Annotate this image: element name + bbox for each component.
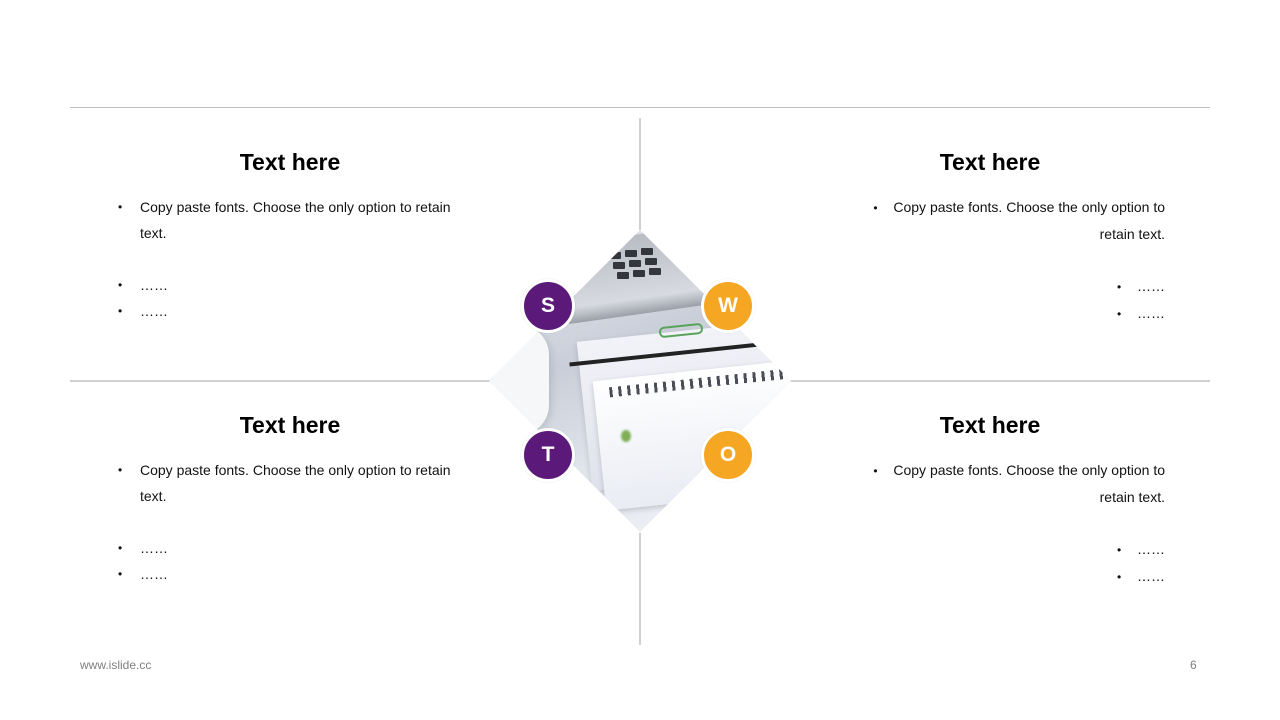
office-desk-photo-icon xyxy=(489,230,791,532)
quadrant-title: Text here xyxy=(939,149,1041,175)
quadrant-title: Text here xyxy=(239,149,341,175)
bullet-item: •…… xyxy=(1117,568,1165,584)
badge-t: T xyxy=(521,428,575,482)
quadrant-strengths: Text here Copy paste fonts. Choose the o… xyxy=(115,148,465,324)
bullet-item: …… xyxy=(115,272,465,298)
badge-o: O xyxy=(701,428,755,482)
middle-divider-right xyxy=(790,380,1210,382)
quadrant-opportunities: Text here •Copy paste fonts. Choose the … xyxy=(815,411,1165,590)
bullet-item: •Copy paste fonts. Choose the only optio… xyxy=(873,462,1165,505)
bullet-list: •Copy paste fonts. Choose the only optio… xyxy=(815,457,1165,590)
badge-s: S xyxy=(521,279,575,333)
footer-website: www.islide.cc xyxy=(80,658,152,672)
bullet-item: Copy paste fonts. Choose the only option… xyxy=(115,457,465,509)
bullet-item: •…… xyxy=(1117,278,1165,294)
badge-w: W xyxy=(701,279,755,333)
bullet-item: •Copy paste fonts. Choose the only optio… xyxy=(873,199,1165,242)
middle-divider-left xyxy=(70,380,490,382)
vertical-divider-top xyxy=(639,118,641,230)
vertical-divider-bottom xyxy=(639,533,641,645)
quadrant-title: Text here xyxy=(239,412,341,438)
center-diamond-photo xyxy=(489,230,791,532)
bullet-list: •Copy paste fonts. Choose the only optio… xyxy=(815,194,1165,327)
bullet-item: …… xyxy=(115,535,465,561)
bullet-list: Copy paste fonts. Choose the only option… xyxy=(115,457,465,587)
bullet-item: •…… xyxy=(1117,305,1165,321)
bullet-item: Copy paste fonts. Choose the only option… xyxy=(115,194,465,246)
bullet-list: Copy paste fonts. Choose the only option… xyxy=(115,194,465,324)
quadrant-title: Text here xyxy=(939,412,1041,438)
page-number: 6 xyxy=(1190,658,1197,672)
quadrant-weaknesses: Text here •Copy paste fonts. Choose the … xyxy=(815,148,1165,327)
quadrant-threats: Text here Copy paste fonts. Choose the o… xyxy=(115,411,465,587)
bullet-item: …… xyxy=(115,298,465,324)
top-divider xyxy=(70,107,1210,108)
bullet-item: •…… xyxy=(1117,541,1165,557)
bullet-item: …… xyxy=(115,561,465,587)
